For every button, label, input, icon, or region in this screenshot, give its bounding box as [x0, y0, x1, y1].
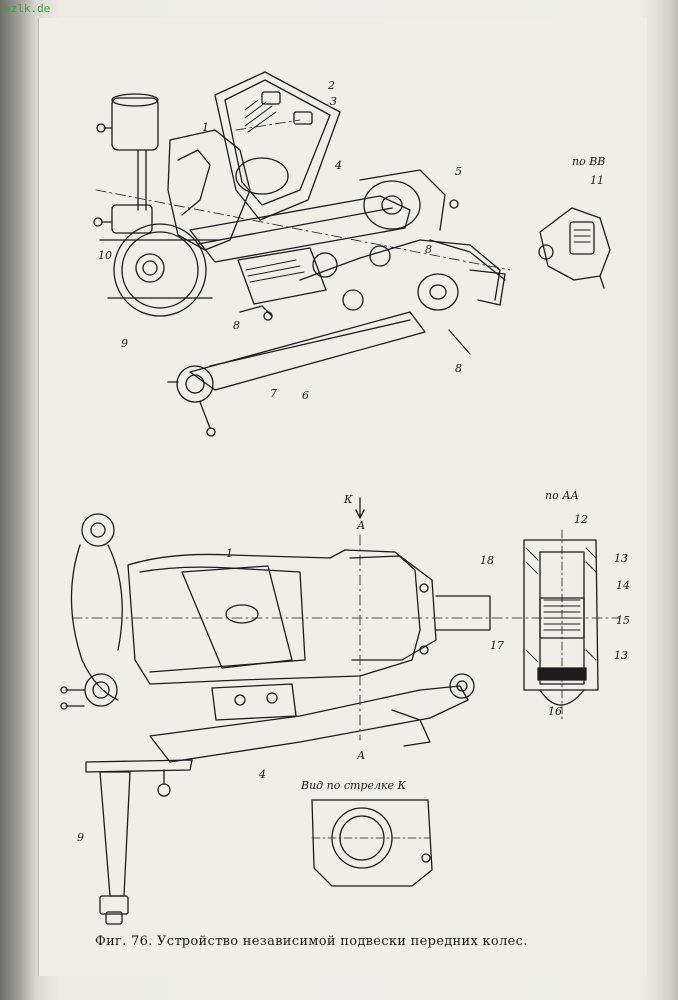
callout-part-8-bottom: 8 — [455, 362, 462, 375]
callout-part-7: 7 — [270, 387, 277, 400]
callout-part-13-bottom: 13 — [614, 649, 628, 662]
callout-part-17: 17 — [490, 639, 504, 652]
callout-part-10: 10 — [98, 249, 112, 262]
callout-part-18: 18 — [480, 554, 494, 567]
section-aa-label: по АА — [545, 489, 579, 502]
view-k-detail — [312, 800, 432, 886]
callout-part-16: 16 — [548, 705, 562, 718]
top-assembly-view — [94, 72, 510, 436]
callout-part-4-top: 4 — [335, 159, 342, 172]
callout-part-9-top: 9 — [121, 337, 128, 350]
callout-part-6: 6 — [302, 389, 309, 402]
section-bb-label: по ВВ — [572, 155, 606, 168]
callout-part-12: 12 — [574, 513, 588, 526]
callout-part-8-left: 8 — [233, 319, 240, 332]
callout-part-11: 11 — [590, 174, 604, 187]
bottom-assembly-view — [61, 498, 620, 924]
arrow-k-label: К — [344, 493, 353, 506]
callout-part-4-bottom: 4 — [259, 768, 266, 781]
cut-label-a-bottom: А — [357, 749, 366, 762]
cut-label-a-top: А — [357, 519, 366, 532]
view-k-label: Вид по стрелке К — [301, 779, 407, 792]
callout-part-14: 14 — [616, 579, 630, 592]
figure-caption: Фиг. 76. Устройство независимой подвески… — [95, 934, 528, 949]
section-aa-detail — [524, 530, 598, 720]
callout-part-9-bottom: 9 — [77, 831, 84, 844]
callout-part-1-bottom: 1 — [226, 547, 233, 560]
callout-part-13-top: 13 — [614, 552, 628, 565]
section-bb-detail — [539, 208, 610, 288]
watermark: azlk.de — [4, 2, 51, 15]
callout-part-5: 5 — [455, 165, 462, 178]
callout-part-3: 3 — [330, 95, 337, 108]
callout-part-1-top: 1 — [202, 121, 209, 134]
callout-part-8-mid: 8 — [425, 243, 432, 256]
callout-part-2: 2 — [328, 79, 335, 92]
callout-part-15: 15 — [616, 614, 630, 627]
book-page — [38, 18, 647, 976]
